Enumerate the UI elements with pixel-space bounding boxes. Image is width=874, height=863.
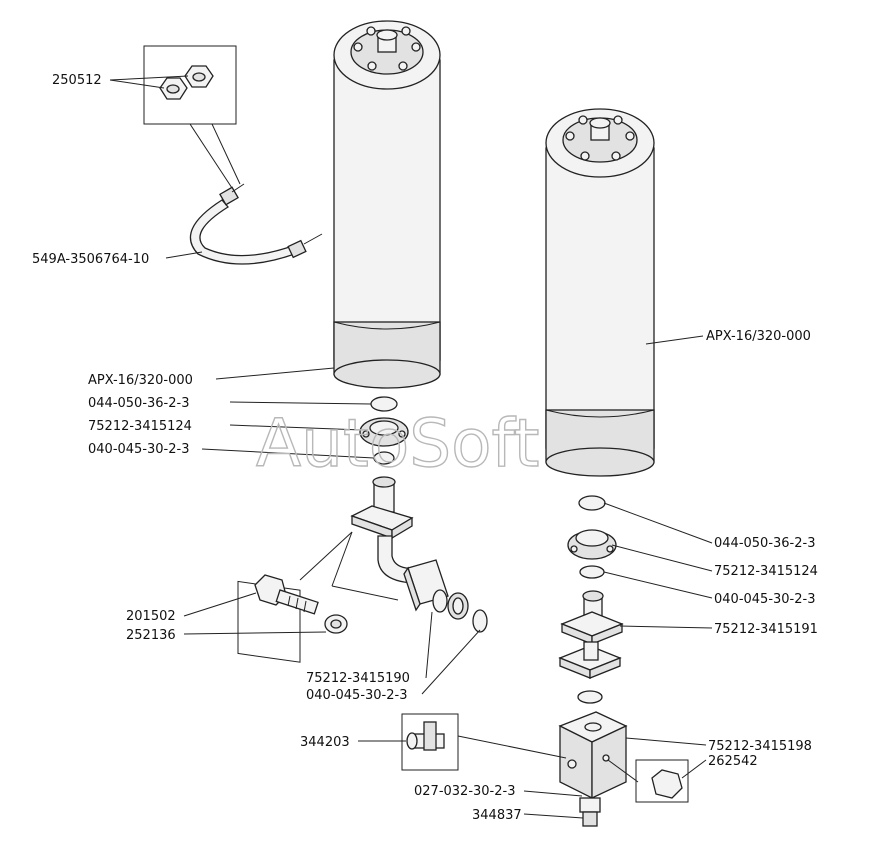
label-027-032-30-2-3: 027-032-30-2-3 [414,784,515,799]
label-apx-left: APX-16/320-000 [88,373,193,388]
nuts-250512 [143,45,237,125]
label-040-left: 040-045-30-2-3 [88,442,189,457]
label-344203: 344203 [300,735,350,750]
label-549a-3506764-10: 549A-3506764-10 [32,252,149,267]
label-040-right: 040-045-30-2-3 [714,592,815,607]
label-75212-3415190: 75212-3415190 [306,671,410,686]
label-044-right: 044-050-36-2-3 [714,536,815,551]
label-124-left: 75212-3415124 [88,419,192,434]
label-044-left: 044-050-36-2-3 [88,396,189,411]
label-75212-3415191: 75212-3415191 [714,622,818,637]
label-262542: 262542 [708,754,758,769]
watermark-text: AutoSoft [256,405,539,482]
label-75212-3415198: 75212-3415198 [708,739,812,754]
label-252136: 252136 [126,628,176,643]
left-receiver-cylinder [333,20,441,389]
label-apx-right: APX-16/320-000 [706,329,811,344]
label-250512: 250512 [52,73,102,88]
right-receiver-cylinder [545,108,655,477]
label-344837: 344837 [472,808,522,823]
leader-lines [109,75,713,819]
label-201502: 201502 [126,609,176,624]
label-124-right: 75212-3415124 [714,564,818,579]
label-040-mid: 040-045-30-2-3 [306,688,407,703]
right-fittings [401,495,689,827]
strap-549a [189,123,323,265]
left-fittings [237,396,488,663]
